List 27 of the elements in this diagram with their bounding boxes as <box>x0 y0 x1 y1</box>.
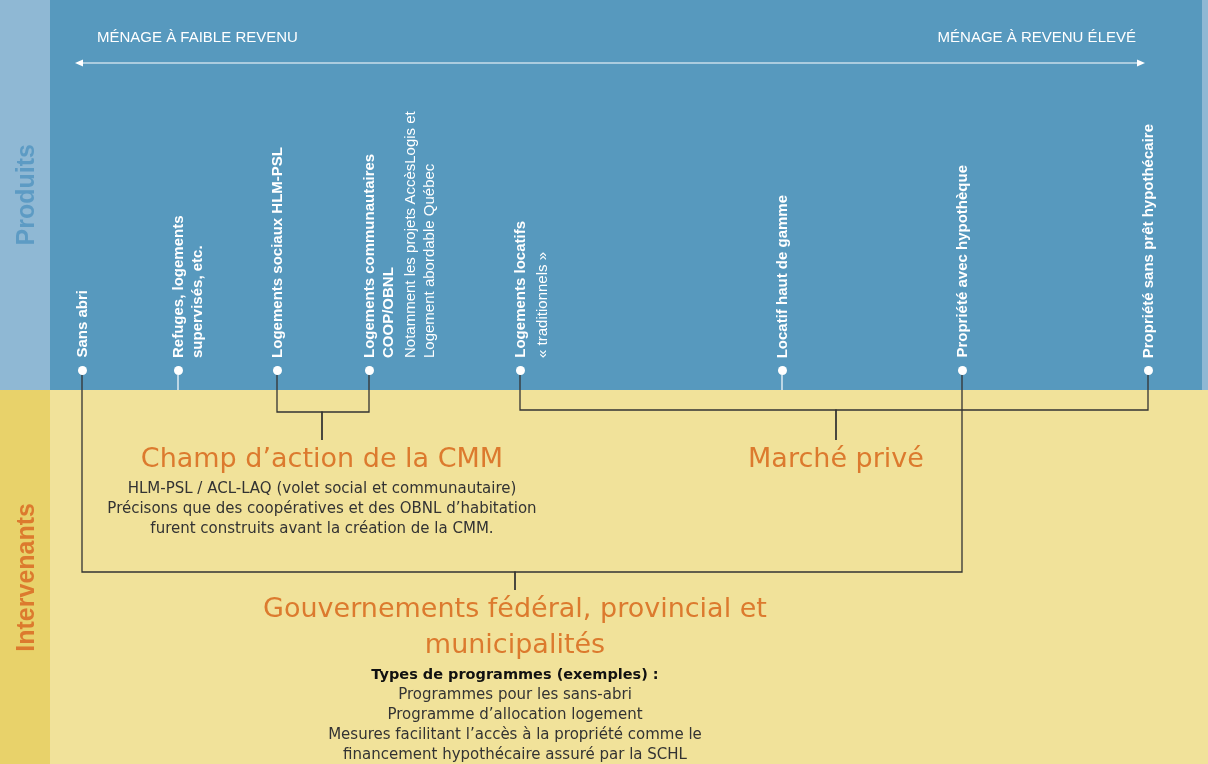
product-label: Refuges, logements supervisés, etc. <box>168 214 206 358</box>
axis-label: MÉNAGE À REVENU ÉLEVÉ <box>937 28 1136 45</box>
note-text: HLM-PSL / ACL-LAQ (volet social et communautaire) <box>126 478 518 498</box>
group-heading: Marché privé <box>747 441 925 475</box>
bracket-line <box>321 374 370 441</box>
product-label: Logements sociaux HLM-PSL <box>267 147 286 358</box>
bracket-line <box>835 374 1149 441</box>
list-heading: Types de programmes (exemples) : <box>370 665 660 684</box>
band-label: Intervenants <box>11 502 39 652</box>
side-band <box>0 390 50 764</box>
note-text: Mesures facilitant l’accès à la propriété comme le financement hypothécaire assuré par la SCHL <box>327 724 703 764</box>
product-label: Locatif haut de gamme <box>772 194 791 358</box>
product-label: Logements locatifs <box>510 221 529 358</box>
product-label: Propriété sans prêt hypothécaire <box>1138 123 1157 358</box>
product-note: « traditionnels » <box>532 252 551 358</box>
group-heading: Gouvernements fédéral, provincial et municipalités <box>262 591 768 661</box>
note-text: Programme d’allocation logement <box>386 704 644 724</box>
product-label: Propriété avec hypothèque <box>952 165 971 358</box>
note-text: Précisons que des coopératives et des OBNL d’habitation furent construits avant la création de la CMM. <box>106 498 538 538</box>
product-label: Logements communautaires COOP/OBNL <box>359 152 397 358</box>
group-heading: Champ d’action de la CMM <box>139 441 505 475</box>
product-label: Sans abri <box>72 290 91 358</box>
bracket-line <box>514 374 963 591</box>
product-note: Notamment les projets AccèsLogis et Logement abordable Québec <box>400 110 438 358</box>
side-band <box>0 0 50 390</box>
axis-label: MÉNAGE À FAIBLE REVENU <box>97 28 298 45</box>
note-text: Programmes pour les sans-abri <box>397 684 633 704</box>
